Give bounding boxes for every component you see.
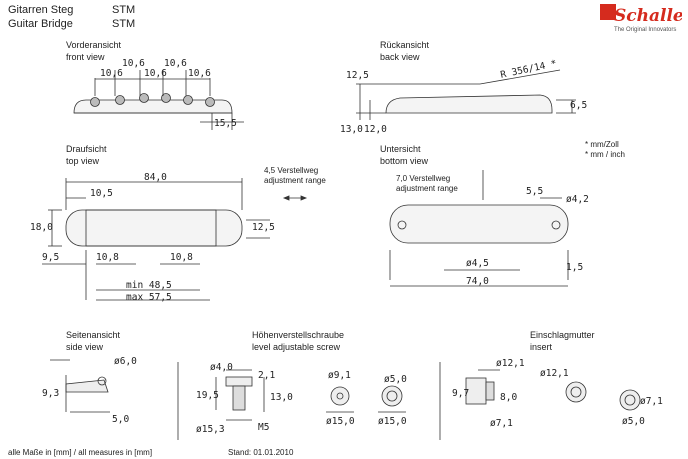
bottom-dim-4: 1,5 [566,262,584,273]
top-view-label-en: top view [66,156,100,166]
top-dim-8: min 48,5 [126,280,172,291]
bottom-adj-1: 7,0 Verstellweg [396,174,451,183]
side-dim-3: 5,0 [112,414,130,425]
bottom-view-label-en: bottom view [380,156,429,166]
bottom-dim-3: ø4,5 [466,258,489,269]
side-view-drawing [50,359,110,413]
svg-text:Schaller: Schaller [614,6,682,26]
schaller-logo: Schaller The Original Innovators [600,4,682,36]
model-en: STM [112,18,136,30]
top-adj-1: 4,5 Verstellweg [264,166,319,175]
screw-dim-1: ø4,0 [210,362,233,373]
top-adj-2: adjustment range [264,176,326,185]
insert-label-de: Einschlagmutter [530,330,595,340]
screw-dim-7: ø9,1 [328,370,351,381]
back-dim-4: 6,5 [570,100,588,111]
screw-dim-3: 19,5 [196,390,219,401]
side-view-label-de: Seitenansicht [66,330,121,340]
title-en: Guitar Bridge [8,18,73,30]
note-1: * mm/Zoll [585,140,619,149]
top-view-drawing [42,178,270,301]
insert-dim-4: ø7,1 [490,418,513,429]
front-dim-3: 10,6 [100,68,123,79]
top-dim-7: 10,8 [170,252,193,263]
top-dim-3: 18,0 [30,222,53,233]
top-dim-6: 10,8 [96,252,119,263]
side-dim-1: ø6,0 [114,356,137,367]
bottom-dim-5: 74,0 [466,276,489,287]
top-dim-4: 12,5 [252,222,275,233]
note-2: * mm / inch [585,150,626,159]
insert-dim-3: 8,0 [500,392,518,403]
front-view-label-en: front view [66,52,105,62]
model-de: STM [112,4,136,16]
schaller-logo-icon: Schaller [600,4,682,26]
top-dim-5: 9,5 [42,252,60,263]
screw-dim-5: ø15,3 [196,424,225,435]
screw-dim-6: M5 [258,422,270,433]
back-view-label-de: Rückansicht [380,40,430,50]
screw-label-de: Höhenverstellschraube [252,330,345,340]
insert-dim-7: ø5,0 [622,416,645,427]
front-dim-4: 10,6 [144,68,167,79]
back-dim-2: 13,0 [340,124,363,135]
insert-dim-5: ø12,1 [540,368,569,379]
insert-dim-1: ø12,1 [496,358,525,369]
screw-drawing [177,362,441,440]
screw-dim-2: 2,1 [258,370,276,381]
front-view-label-de: Vorderansicht [66,40,122,50]
top-view-label-de: Draufsicht [66,144,107,154]
screw-dim-9: ø15,0 [326,416,355,427]
front-dim-2: 10,6 [164,58,187,69]
footer-measures: alle Maße in [mm] / all measures in [mm] [8,448,153,457]
insert-dim-6: ø7,1 [640,396,663,407]
insert-drawing [465,369,641,411]
back-view-drawing [356,69,576,120]
bottom-adj-2: adjustment range [396,184,458,193]
bottom-view-drawing [389,170,569,287]
side-dim-2: 9,3 [42,388,60,399]
bottom-dim-1: 5,5 [526,186,544,197]
screw-dim-10: ø15,0 [378,416,407,427]
top-dim-2: 10,5 [90,188,113,199]
screw-label-en: level adjustable screw [252,342,341,352]
double-arrow-icon [282,195,308,201]
side-view-label-en: side view [66,342,104,352]
top-dim-1: 84,0 [144,172,167,183]
bottom-view-label-de: Untersicht [380,144,421,154]
logo-tagline: The Original Innovators [614,27,677,33]
back-view-label-en: back view [380,52,420,62]
top-dim-9: max 57,5 [126,292,172,303]
bottom-dim-2: ø4,2 [566,194,589,205]
insert-dim-2: 9,7 [452,388,470,399]
screw-dim-4: 13,0 [270,392,293,403]
front-dim-5: 10,6 [188,68,211,79]
front-dim-1: 10,6 [122,58,145,69]
screw-dim-8: ø5,0 [384,374,407,385]
footer-stand: Stand: 01.01.2010 [228,448,294,457]
insert-label-en: insert [530,342,553,352]
front-view-drawing [73,70,244,130]
back-dim-1: 12,5 [346,70,369,81]
title-de: Gitarren Steg [8,4,74,16]
front-dim-6: 15,5 [214,118,237,129]
back-dim-3: 12,0 [364,124,387,135]
